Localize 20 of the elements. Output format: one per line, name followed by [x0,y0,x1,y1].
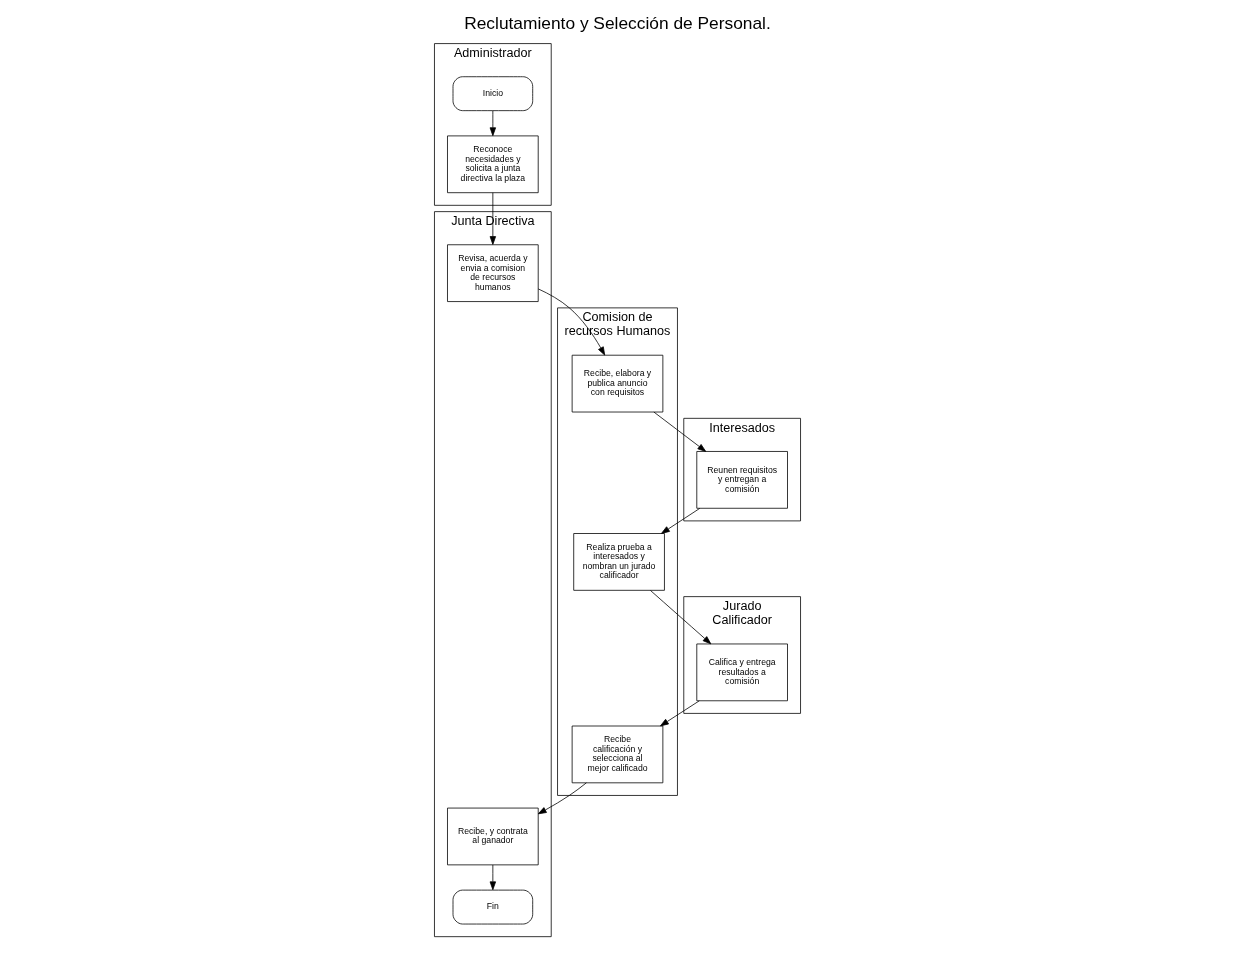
node-box: Recibe calificación y selecciona al mejor calificado [571,725,664,784]
diagram-title: Reclutamiento y Selección de Personal. [464,13,771,34]
arrow [537,288,606,356]
arrow [489,192,496,245]
arrow [537,782,587,815]
node-box: Realiza prueba a interesados y nombran un jurado calificador [573,533,665,591]
node-box: Fin [452,889,534,925]
node-box: Inicio [452,76,534,112]
arrow [660,700,700,727]
arrow [650,590,712,645]
node-box: Recibe, y contrata al ganador [447,807,539,866]
arrow [489,864,496,891]
node-box: Reunen requisitos y entregan a comisión [696,451,788,509]
node-box: Recibe, elabora y publica anuncio con requisitos [571,354,664,413]
arrow [661,507,701,534]
node-box: Revisa, acuerda y envia a comision de recursos humanos [447,244,539,302]
arrow [489,110,496,137]
node-box: Califica y entrega resultados a comisión [696,643,788,702]
node-box: Reconoce necesidades y solicita a junta directiva la plaza [447,135,539,194]
arrow [653,411,707,452]
